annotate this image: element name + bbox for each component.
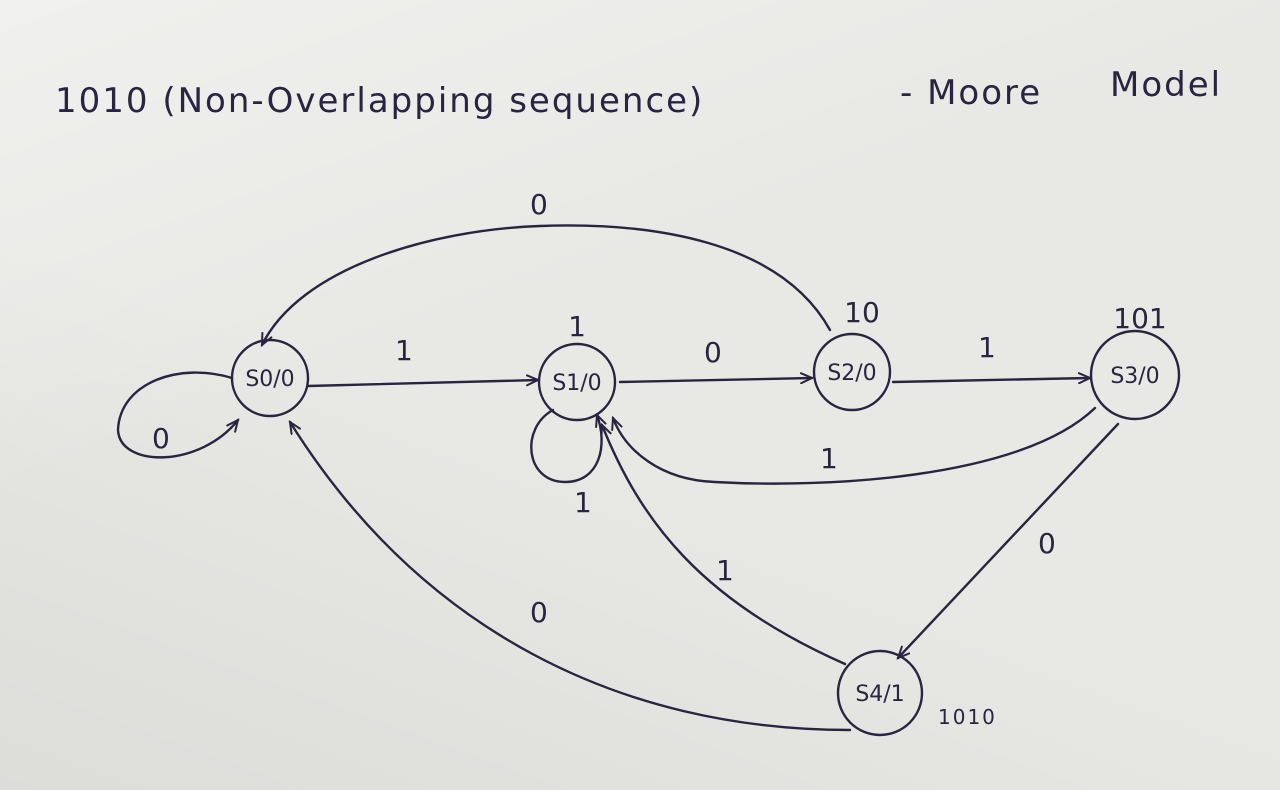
- transition-s3-s1: [613, 406, 1097, 485]
- state-s2-label: S2/0: [827, 361, 876, 386]
- label-s4-s1: 1: [716, 554, 734, 587]
- label-s3-s1: 1: [820, 442, 838, 475]
- state-s0-label: S0/0: [245, 367, 294, 392]
- label-s1-s2: 0: [704, 336, 722, 369]
- state-s4: S4/1 1010: [836, 649, 997, 737]
- label-s0-s1: 1: [395, 334, 413, 367]
- state-s3: S3/0 101: [1089, 302, 1181, 421]
- state-s2-pattern: 10: [844, 296, 880, 329]
- diagram-title-moore: - Moore: [900, 73, 1042, 113]
- label-s0-s0: 0: [152, 422, 170, 455]
- state-s4-label: S4/1: [855, 682, 904, 707]
- label-s1-s1: 1: [574, 486, 592, 519]
- state-s1-pattern: 1: [568, 310, 586, 343]
- transition-s0-s0: [116, 371, 238, 459]
- label-s2-s3: 1: [978, 331, 996, 364]
- label-s4-s0: 0: [530, 596, 548, 629]
- state-s0: S0/0: [230, 338, 310, 418]
- label-s2-s0: 0: [530, 188, 548, 221]
- state-s3-label: S3/0: [1110, 364, 1159, 389]
- state-s4-pattern: 1010: [938, 705, 997, 729]
- state-s2: S2/0 10: [812, 296, 892, 412]
- transition-s0-s1: [306, 380, 538, 388]
- transition-s1-s1: [530, 408, 601, 484]
- transition-s3-s4: [898, 422, 1120, 658]
- transition-s1-s2: [618, 378, 812, 382]
- state-s1: S1/0 1: [537, 310, 617, 422]
- label-s3-s4: 0: [1038, 527, 1056, 560]
- transition-s2-s3: [891, 378, 1090, 382]
- diagram-title: 1010 (Non-Overlapping sequence): [55, 81, 704, 121]
- state-s1-label: S1/0: [552, 371, 601, 396]
- diagram-title-model: Model: [1110, 65, 1222, 105]
- transition-s2-s0: [260, 224, 832, 345]
- transition-s4-s1: [602, 425, 847, 666]
- transition-s4-s0: [290, 422, 852, 732]
- state-s3-pattern: 101: [1113, 302, 1166, 335]
